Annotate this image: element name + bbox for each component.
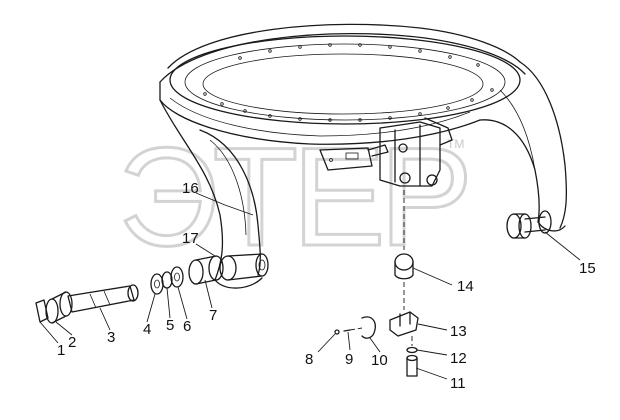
watermark: ЭТЕР TM: [117, 117, 475, 277]
callout-10: 10: [371, 352, 388, 369]
assembly-lines: [349, 190, 413, 346]
part-6-washer: [170, 266, 184, 288]
callout-12: 12: [450, 350, 467, 367]
callout-5: 5: [166, 317, 174, 334]
watermark-text: ЭТЕР: [118, 118, 467, 275]
part-12-washer: [406, 346, 418, 354]
callout-11: 11: [450, 375, 466, 392]
callout-2: 2: [68, 334, 76, 351]
leader-lines: [39, 192, 581, 380]
part-8-pin: [334, 329, 340, 335]
callout-1: 1: [57, 342, 65, 359]
part-3-shaft: [67, 284, 139, 313]
callout-9: 9: [345, 351, 353, 368]
bushing-left-leg: [219, 253, 269, 281]
callout-7: 7: [209, 307, 217, 324]
watermark-trademark: TM: [447, 137, 464, 151]
callouts: 1 2 3 4 5 6 7 8 9 10 11 12 13 14 15 16 1…: [57, 180, 596, 392]
part-13-bracket: [389, 311, 419, 337]
part-10-clip: [361, 316, 376, 339]
part-9-cotter: [343, 329, 351, 332]
shaft-assembly: [35, 255, 224, 324]
lock-assembly: [334, 311, 419, 377]
callout-3: 3: [107, 329, 115, 346]
callout-6: 6: [183, 318, 191, 335]
part-14-bushing: [394, 253, 414, 280]
ring-frame: [159, 23, 568, 289]
callout-14: 14: [457, 278, 474, 295]
part-4-washer: [150, 273, 164, 295]
callout-16: 16: [182, 180, 199, 197]
part-7-sleeve: [188, 255, 224, 285]
part-2-splined-hub: [45, 291, 73, 324]
part-1-clip: [35, 299, 49, 323]
part-11-bolt: [406, 354, 418, 377]
callout-4: 4: [143, 321, 151, 338]
pivot-pin-right: [506, 210, 552, 239]
callout-8: 8: [305, 351, 313, 368]
callout-13: 13: [450, 323, 467, 340]
callout-15: 15: [579, 260, 596, 277]
callout-17: 17: [182, 230, 199, 247]
